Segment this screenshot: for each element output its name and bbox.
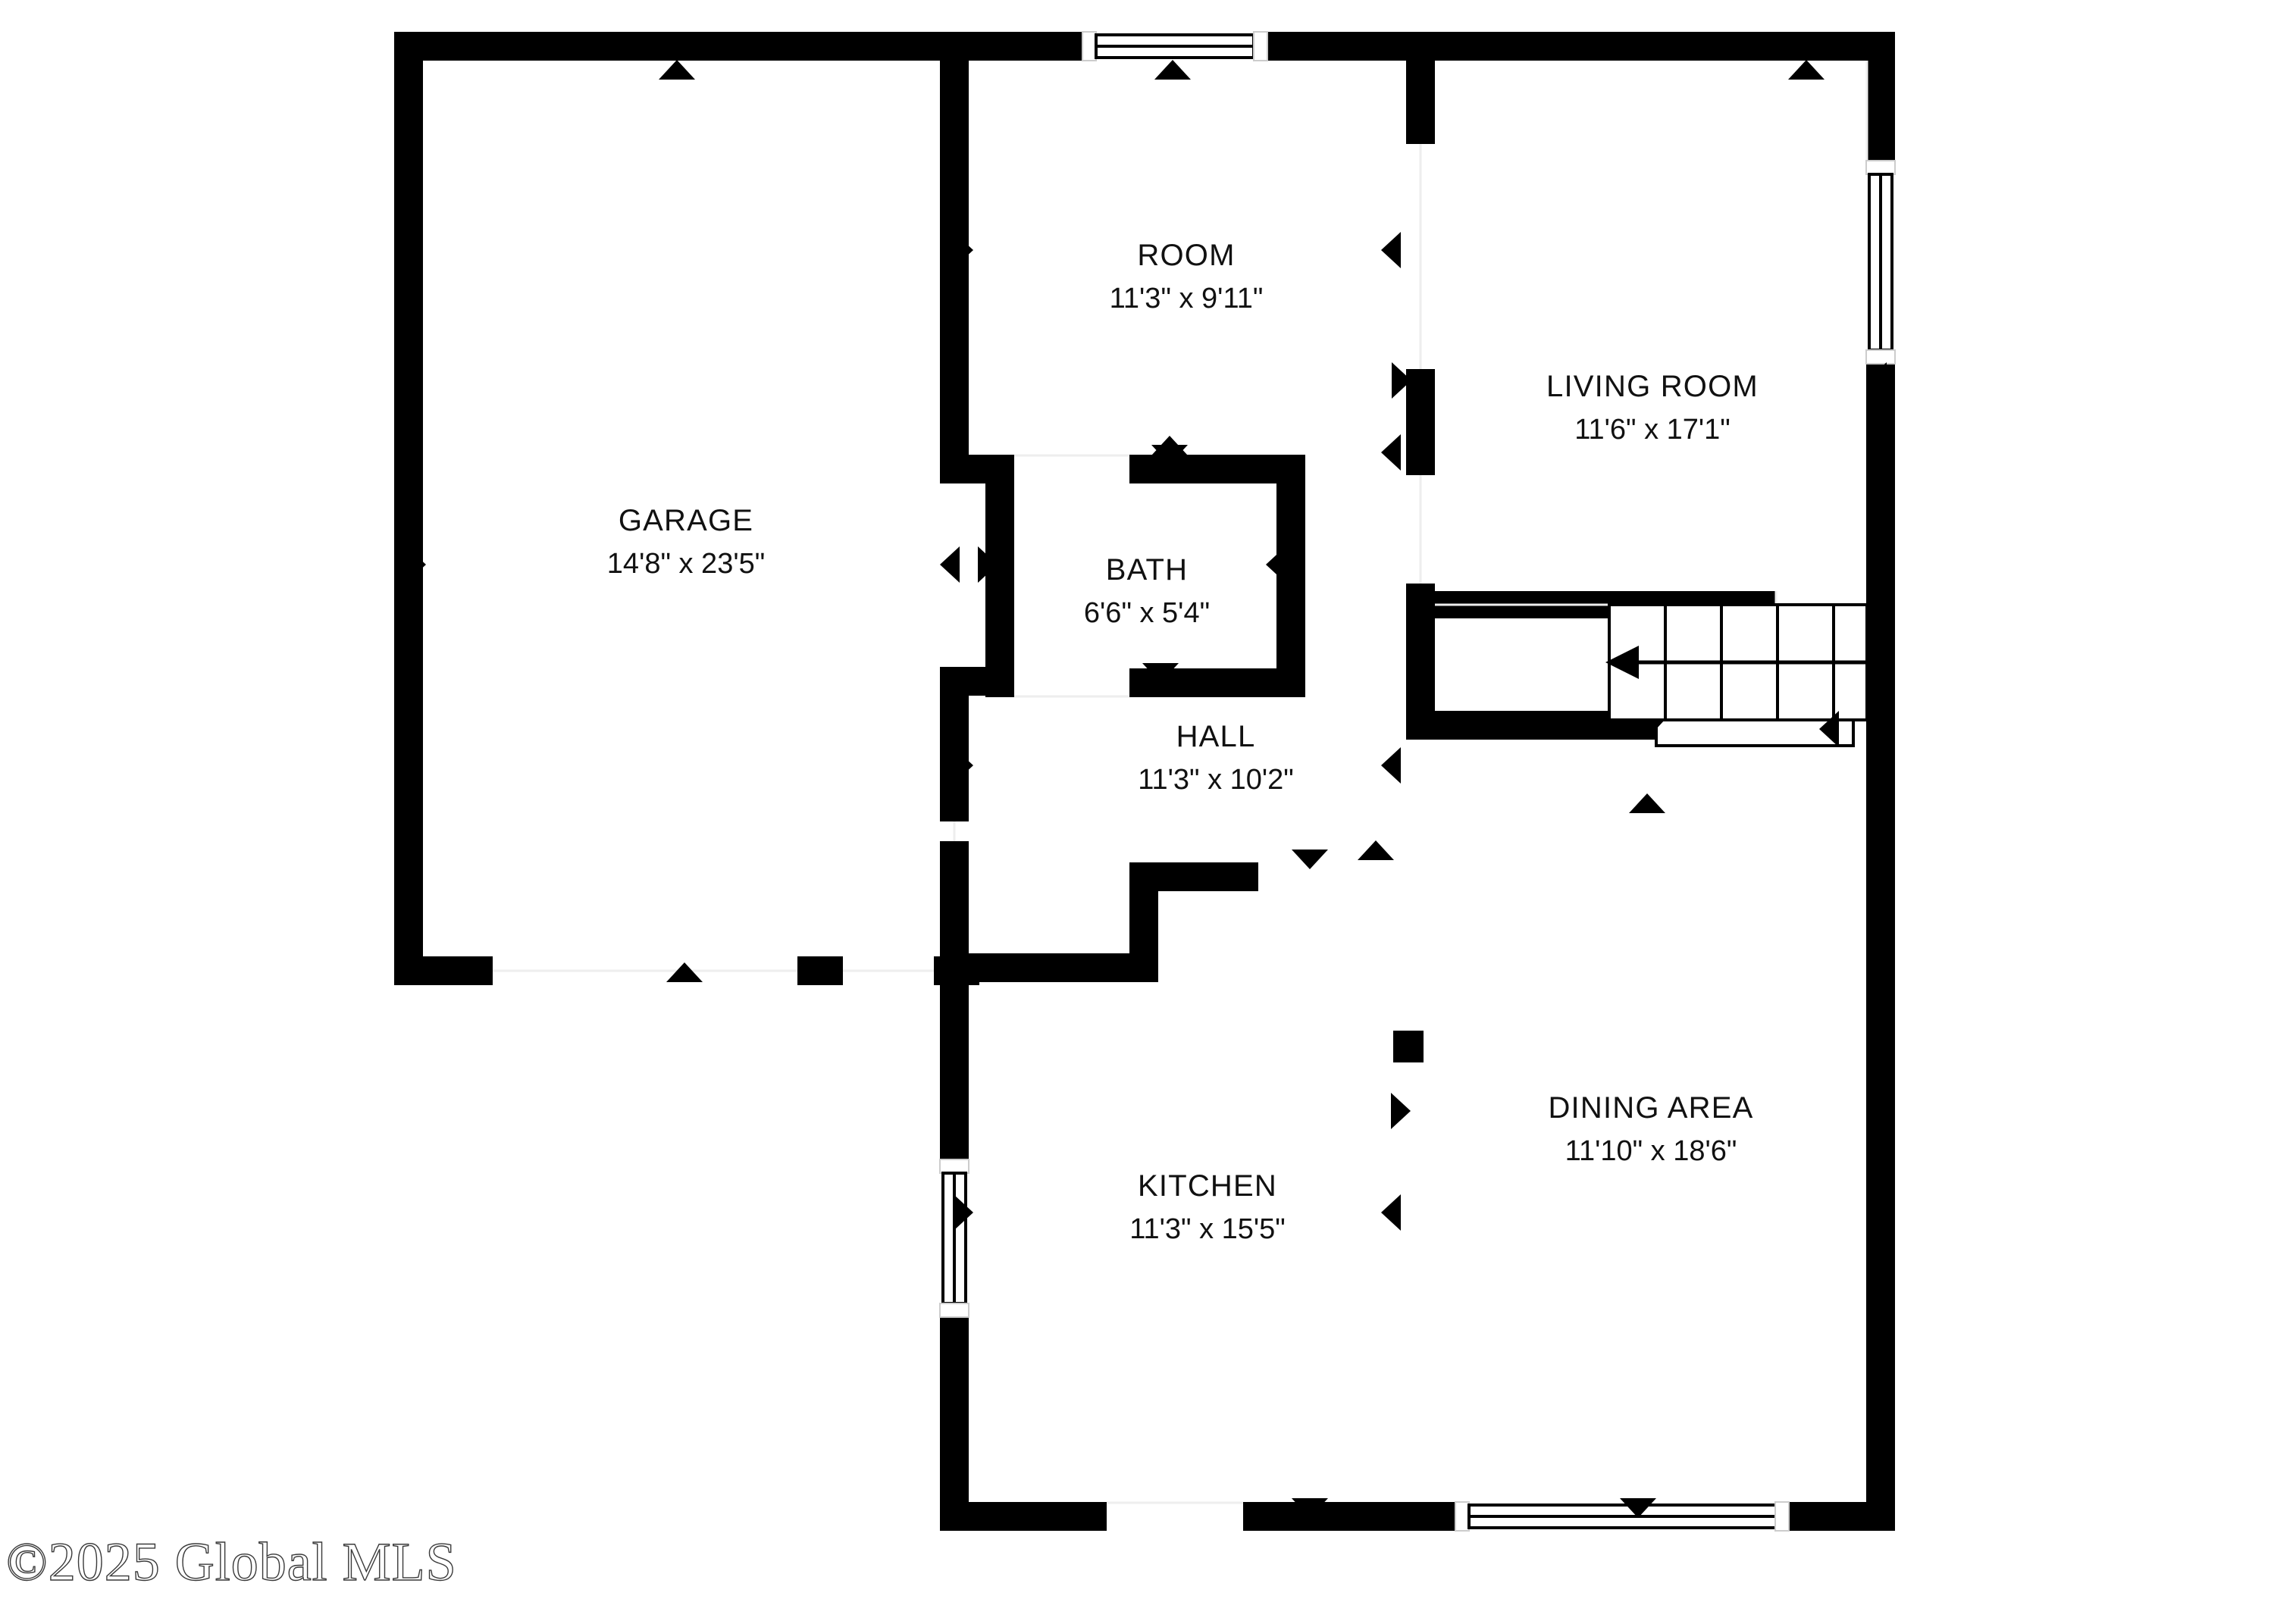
- wall-south-dining-right: [1789, 1502, 1895, 1531]
- wall-stair-west: [1406, 584, 1435, 729]
- wall-center-lower: [940, 1303, 969, 1531]
- room-name-dining-area: DINING AREA: [1548, 1091, 1753, 1125]
- room-dims-kitchen: 11'3" x 15'5": [1129, 1213, 1286, 1245]
- marker-living-north: [1788, 60, 1825, 80]
- stair-landing-edge: [1655, 718, 1855, 747]
- room-label-kitchen: KITCHEN 11'3" x 15'5": [1129, 1169, 1286, 1245]
- room-name-hall: HALL: [1176, 720, 1256, 753]
- marker-room-east-lower: [1381, 434, 1401, 471]
- room-label-bath: BATH 6'6" x 5'4": [1084, 553, 1210, 629]
- wall-hall-kitchen-lower: [969, 953, 1158, 982]
- wall-room-living-divider-top: [1406, 32, 1435, 144]
- room-labels: GARAGE 14'8" x 23'5" ROOM 11'3" x 9'11" …: [607, 239, 1759, 1245]
- marker-bath-east: [1266, 546, 1286, 583]
- stair-direction-arrow: [1605, 646, 1639, 679]
- window-living-room-east-upper: [1865, 160, 1896, 365]
- open-boundaries: [493, 61, 1868, 1504]
- marker-bath-south-door: [1142, 663, 1179, 683]
- dining-column: [1393, 1031, 1424, 1062]
- wall-garage-south-left: [394, 956, 493, 985]
- room-name-kitchen: KITCHEN: [1138, 1169, 1277, 1203]
- marker-kitchen-east: [1381, 1194, 1401, 1231]
- view-markers: [406, 60, 1887, 1518]
- room-dims-dining-area: 11'10" x 18'6": [1565, 1135, 1737, 1167]
- marker-kitchen-south-door: [1292, 1498, 1328, 1518]
- room-name-bath: BATH: [1106, 553, 1189, 587]
- room-dims-garage: 14'8" x 23'5": [607, 548, 765, 580]
- wall-bath-west: [985, 455, 1014, 697]
- wall-room-living-divider-bottom: [1406, 369, 1435, 475]
- marker-garage-west: [406, 546, 426, 583]
- wall-south-kitchen-left: [940, 1502, 1107, 1531]
- room-name-garage: GARAGE: [619, 504, 753, 537]
- staircase: [1605, 603, 1868, 747]
- wall-room-north-left: [969, 32, 1082, 61]
- room-label-dining-area: DINING AREA 11'10" x 18'6": [1548, 1091, 1753, 1167]
- marker-bath-north-out: [1151, 436, 1188, 455]
- window-room-north: [1082, 31, 1268, 61]
- marker-garage-door: [666, 962, 703, 982]
- room-dims-living-room: 11'6" x 17'1": [1574, 414, 1731, 446]
- wall-garage-north: [394, 32, 955, 61]
- marker-dining-west: [1391, 1093, 1411, 1129]
- window-dining-south: [1455, 1501, 1790, 1532]
- wall-hall-kitchen-upper: [1129, 862, 1258, 891]
- marker-dining-south-window: [1620, 1498, 1656, 1518]
- room-label-room: ROOM 11'3" x 9'11": [1110, 239, 1264, 314]
- room-dims-room: 11'3" x 9'11": [1110, 283, 1264, 314]
- marker-kitchen-north-a: [1292, 850, 1328, 869]
- wall-garage-west: [394, 32, 423, 985]
- wall-living-north: [1435, 32, 1867, 61]
- room-label-hall: HALL 11'3" x 10'2": [1138, 720, 1294, 796]
- marker-stair-south: [1629, 719, 1665, 739]
- marker-living-below-stairs: [1629, 793, 1665, 813]
- wall-east-lower: [1866, 364, 1895, 1531]
- marker-living-lower-east: [1819, 711, 1839, 747]
- wall-south-kitchen-right: [1243, 1502, 1455, 1531]
- wall-bath-north: [1129, 455, 1305, 483]
- room-label-living-room: LIVING ROOM 11'6" x 17'1": [1546, 370, 1759, 446]
- marker-living-west: [1392, 362, 1411, 399]
- marker-kitchen-north-b: [1358, 840, 1394, 860]
- marker-bath-west: [978, 546, 998, 583]
- room-label-garage: GARAGE 14'8" x 23'5": [607, 504, 765, 580]
- marker-room-east: [1381, 232, 1401, 268]
- marker-garage-north: [659, 60, 695, 80]
- room-dims-bath: 6'6" x 5'4": [1084, 597, 1210, 629]
- marker-room-west: [954, 232, 973, 268]
- marker-living-east: [1867, 362, 1887, 399]
- wall-garage-door-post: [797, 956, 843, 985]
- marker-hall-west: [954, 747, 973, 784]
- wall-center-lower-upper: [940, 841, 969, 1159]
- marker-room-north: [1154, 60, 1191, 80]
- window-kitchen-west: [939, 1159, 969, 1318]
- room-name-living-room: LIVING ROOM: [1546, 370, 1759, 403]
- room-name-room: ROOM: [1137, 239, 1235, 272]
- marker-kitchen-west: [954, 1194, 973, 1231]
- marker-hall-east-stub: [940, 546, 960, 583]
- room-dims-hall: 11'3" x 10'2": [1138, 764, 1294, 796]
- wall-east-upper: [1866, 32, 1895, 161]
- marker-dining-east: [1867, 1093, 1887, 1129]
- marker-hall-east: [1381, 747, 1401, 784]
